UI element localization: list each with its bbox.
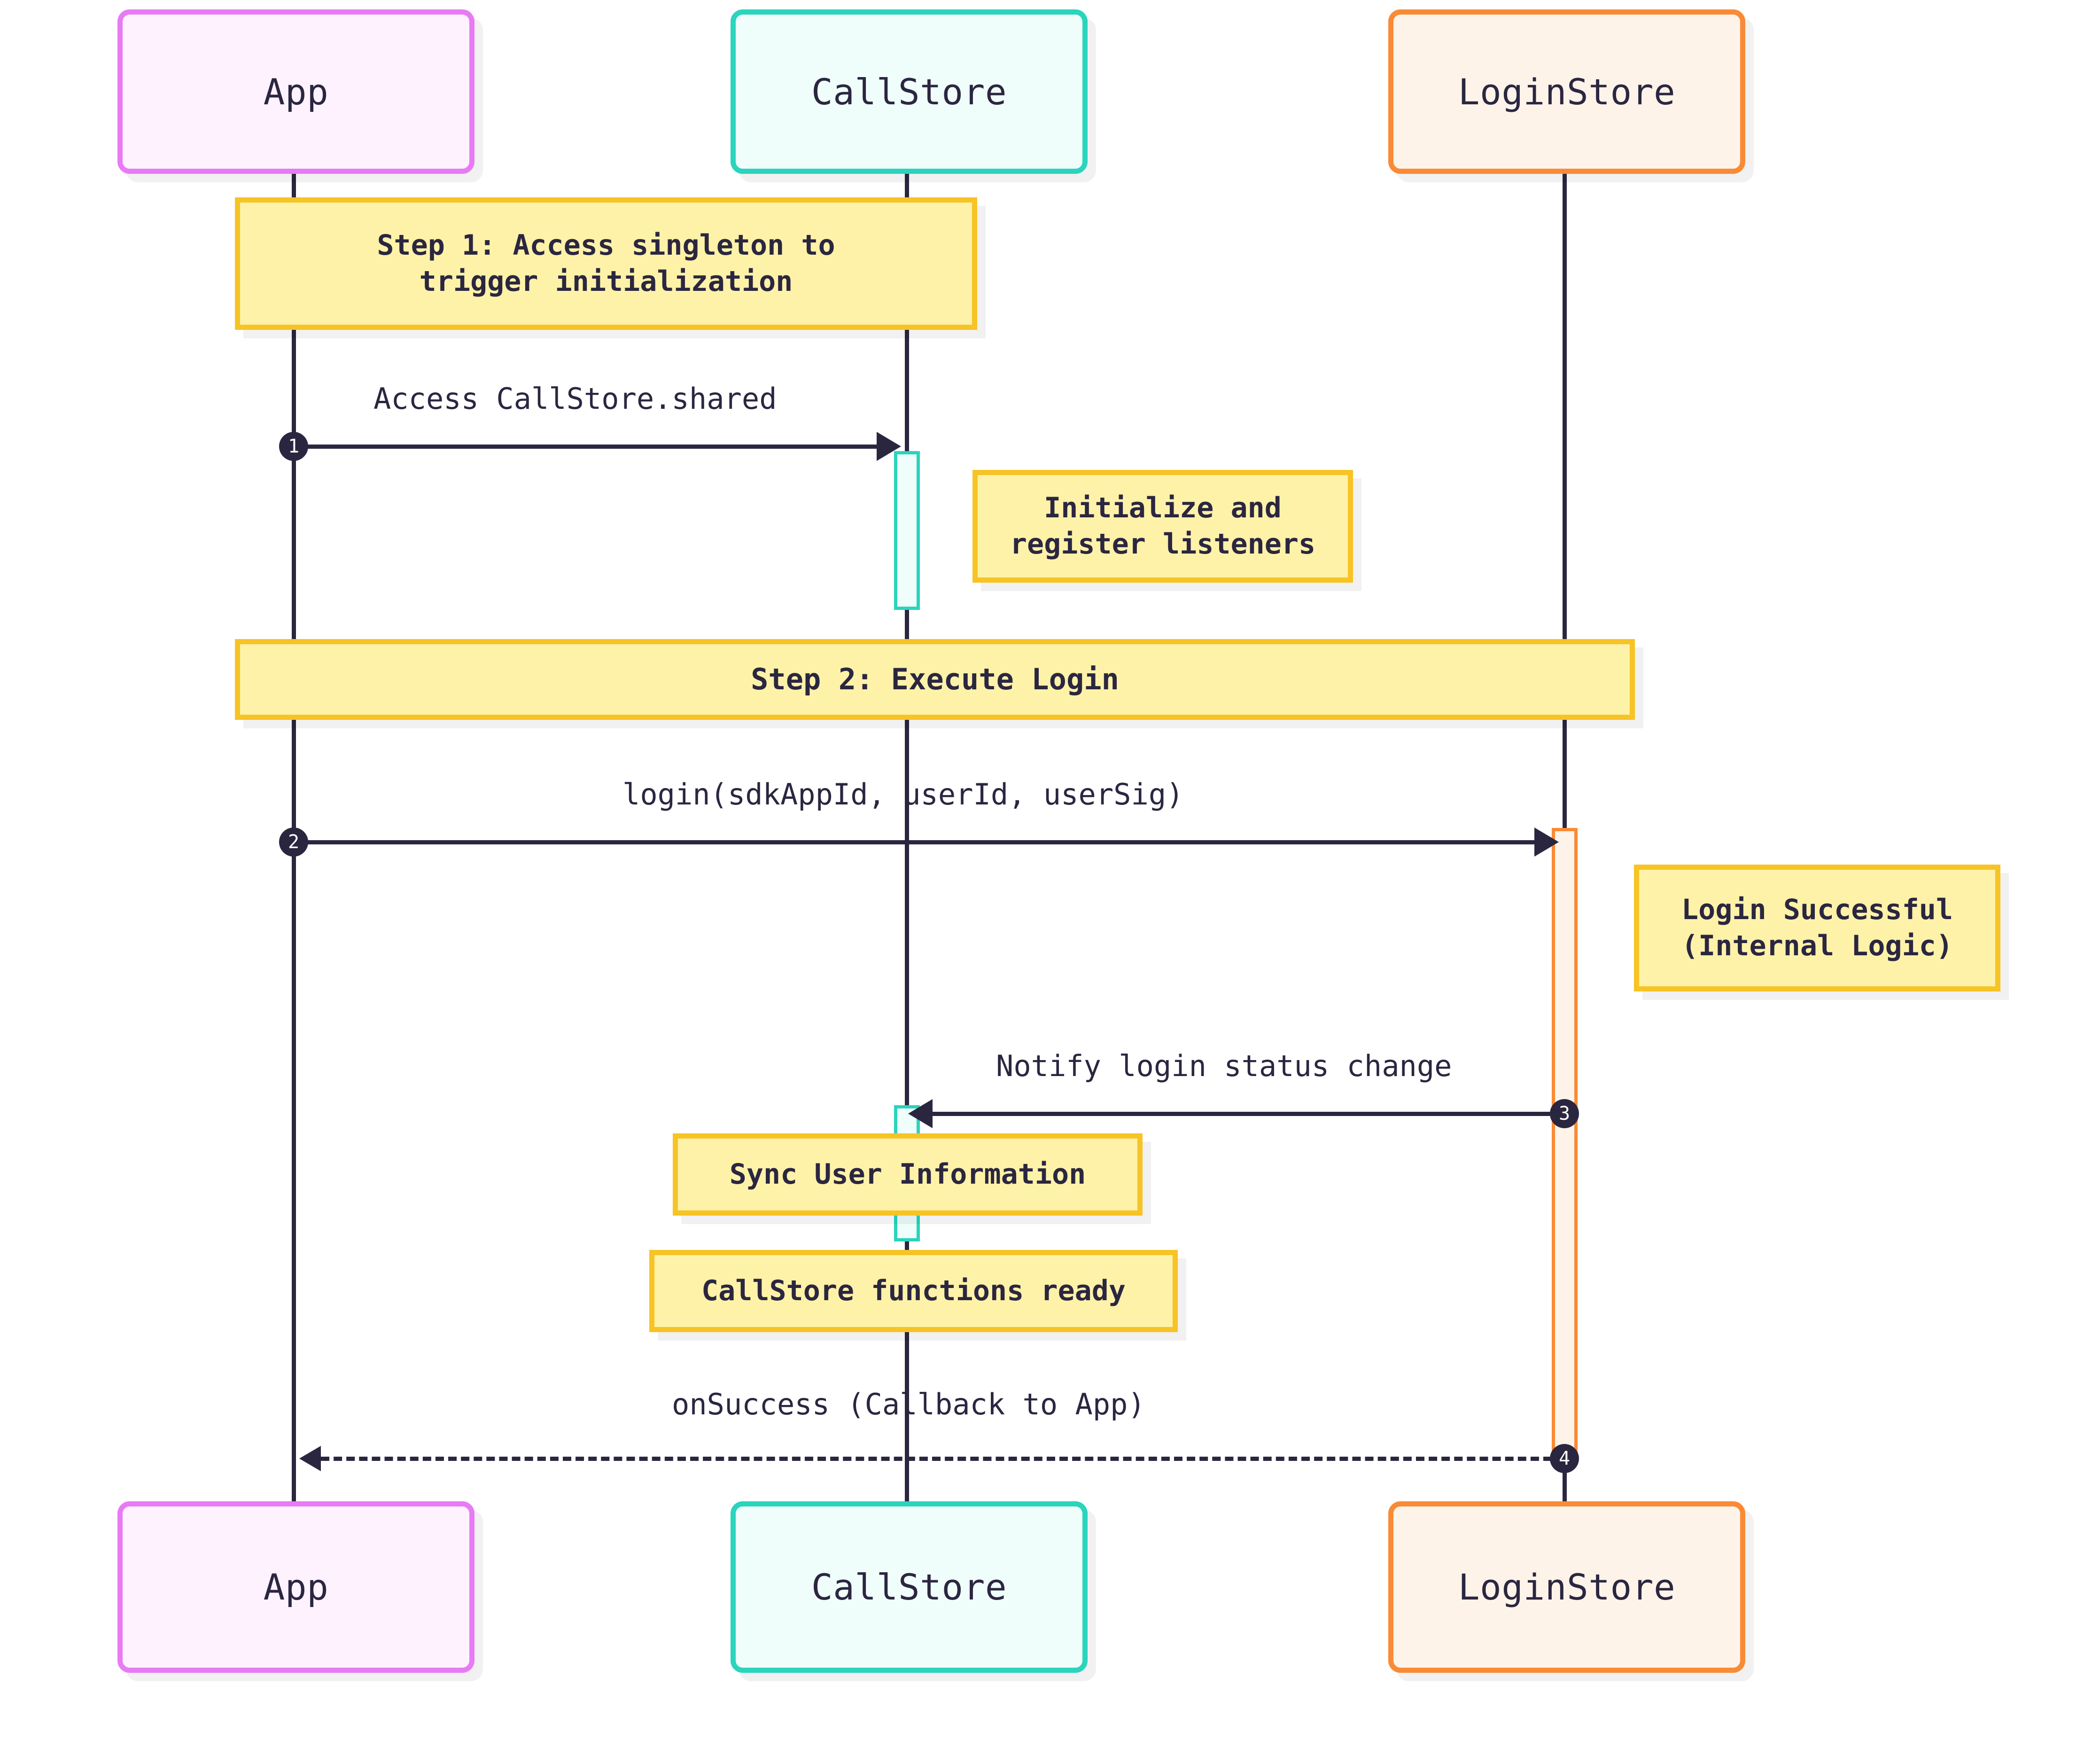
message-line-3 xyxy=(933,1112,1564,1116)
arrowhead-right-icon xyxy=(1534,827,1559,857)
activation-bar-loginstore xyxy=(1552,828,1578,1462)
message-label-4: onSuccess (Callback to App) xyxy=(672,1387,1145,1421)
message-label-1: Access CallStore.shared xyxy=(373,382,777,416)
activation-bar-callstore-1 xyxy=(894,451,920,610)
note-text: Step 1: Access singleton to trigger init… xyxy=(377,229,835,298)
note-text: Sync User Information xyxy=(729,1158,1086,1191)
participant-loginstore-bottom[interactable]: LoginStore xyxy=(1388,1501,1745,1673)
sequence-badge-4: 4 xyxy=(1550,1444,1579,1473)
participant-label: LoginStore xyxy=(1458,1566,1676,1608)
message-label-3: Notify login status change xyxy=(996,1049,1452,1083)
participant-app-top[interactable]: App xyxy=(117,9,474,174)
sequence-badge-3: 3 xyxy=(1550,1099,1579,1128)
arrowhead-left-icon xyxy=(299,1446,321,1471)
sequence-badge-2: 2 xyxy=(279,827,308,857)
note-sync-user-information: Sync User Information xyxy=(673,1133,1143,1216)
message-label-2: login(sdkAppId, userId, userSig) xyxy=(622,777,1184,812)
arrowhead-left-icon xyxy=(908,1099,933,1128)
participant-label: LoginStore xyxy=(1458,70,1676,113)
note-text: Step 2: Execute Login xyxy=(751,662,1119,697)
note-login-successful: Login Successful (Internal Logic) xyxy=(1634,865,2000,991)
participant-label: CallStore xyxy=(811,1566,1007,1608)
participant-label: App xyxy=(263,70,329,113)
note-text: Login Successful (Internal Logic) xyxy=(1681,893,1953,962)
participant-label: CallStore xyxy=(811,70,1007,113)
sequence-badge-1: 1 xyxy=(279,432,308,461)
participant-app-bottom[interactable]: App xyxy=(117,1501,474,1673)
note-text: Initialize and register listeners xyxy=(1010,492,1316,561)
note-initialize-listeners: Initialize and register listeners xyxy=(972,470,1353,583)
message-line-4 xyxy=(321,1457,1552,1461)
note-step-2: Step 2: Execute Login xyxy=(235,639,1635,720)
note-text: CallStore functions ready xyxy=(701,1274,1126,1308)
lifeline-callstore xyxy=(905,174,909,1501)
note-callstore-ready: CallStore functions ready xyxy=(649,1250,1178,1332)
arrowhead-right-icon xyxy=(877,432,901,461)
note-step-1: Step 1: Access singleton to trigger init… xyxy=(235,197,977,330)
participant-loginstore-top[interactable]: LoginStore xyxy=(1388,9,1745,174)
message-line-2 xyxy=(292,840,1534,844)
message-line-1 xyxy=(292,445,877,449)
participant-callstore-bottom[interactable]: CallStore xyxy=(731,1501,1088,1673)
participant-label: App xyxy=(263,1566,329,1608)
participant-callstore-top[interactable]: CallStore xyxy=(731,9,1088,174)
